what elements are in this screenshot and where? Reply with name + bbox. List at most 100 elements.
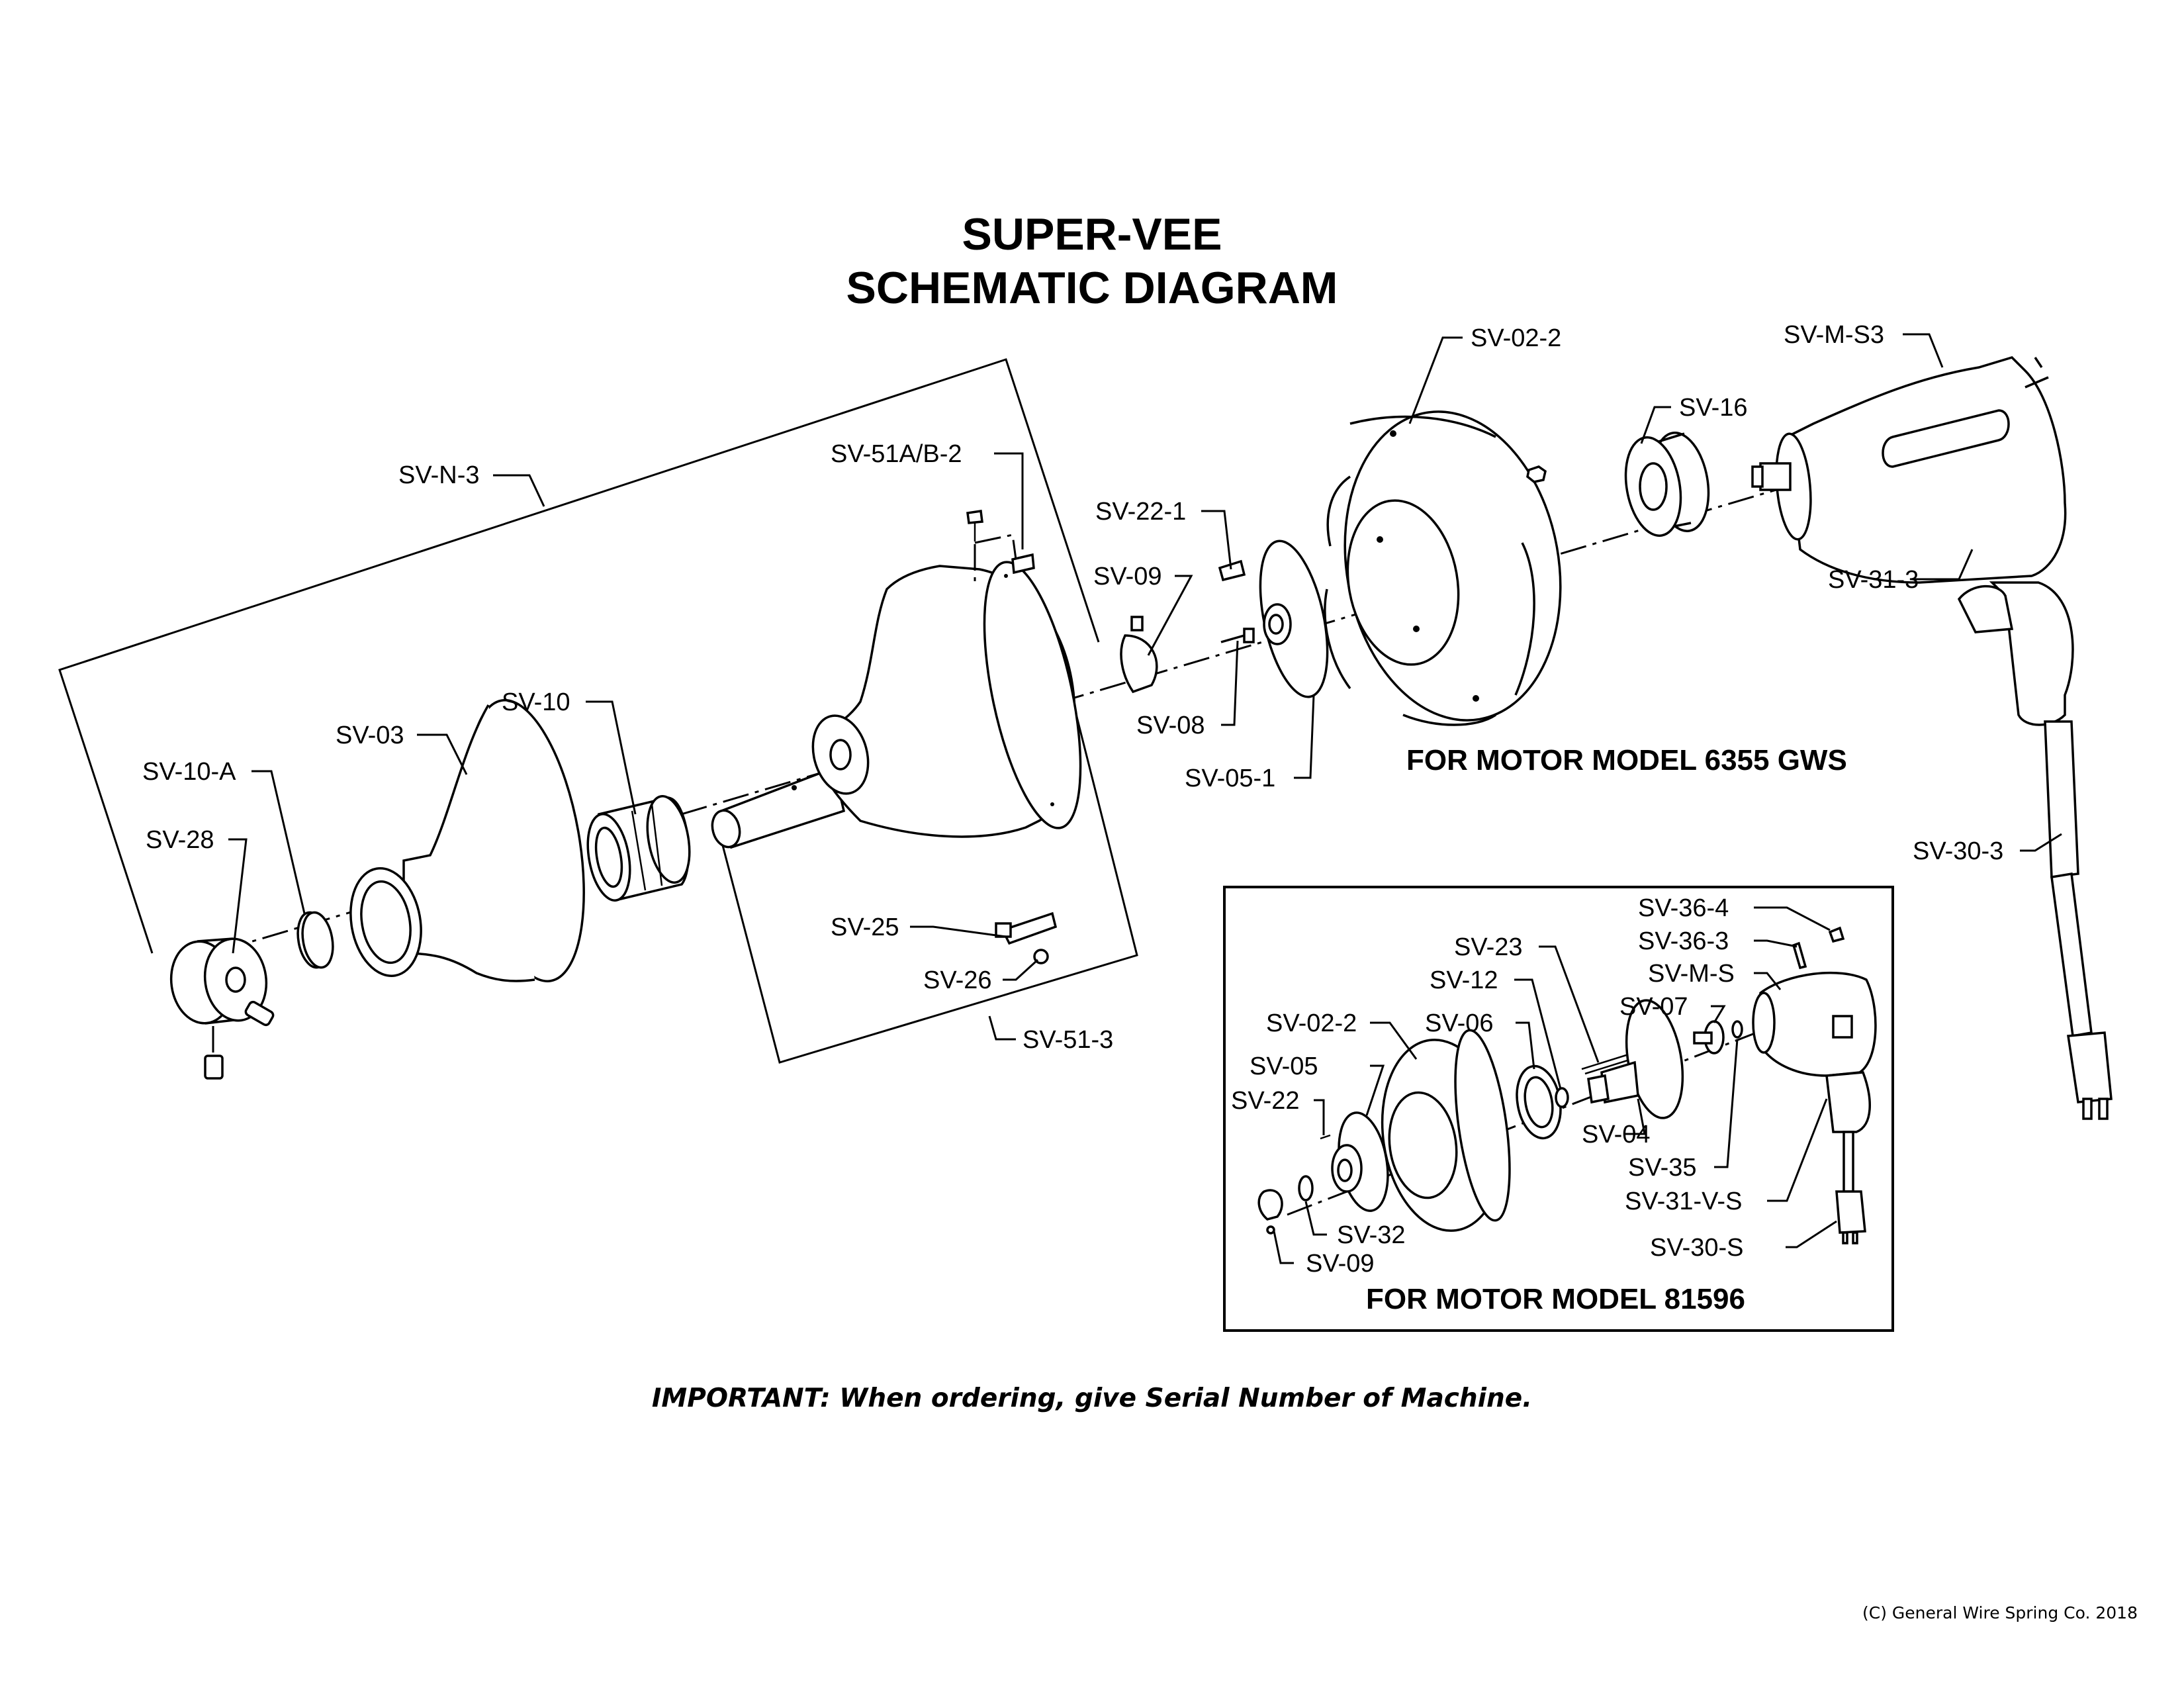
leader-sv-07 bbox=[1711, 1005, 1726, 1023]
sv-28-collar bbox=[169, 937, 275, 1080]
sv-10-bearing bbox=[586, 795, 691, 902]
label-sv-07: SV-07 bbox=[1619, 993, 1688, 1021]
leader-sv-26 bbox=[1003, 959, 1039, 981]
sv-12-washer bbox=[1555, 1087, 1569, 1108]
leader-sv-02-2-top bbox=[1408, 336, 1463, 424]
leader-sv-09-top bbox=[1147, 575, 1193, 656]
leader-sv-n-3 bbox=[493, 474, 545, 507]
label-sv-51-3: SV-51-3 bbox=[1023, 1026, 1113, 1054]
sv-51-3-bracket bbox=[719, 711, 1138, 1064]
label-sv-10: SV-10 bbox=[502, 688, 570, 716]
leader-sv-35 bbox=[1714, 1039, 1739, 1168]
leader-sv-16 bbox=[1640, 406, 1671, 444]
sv-51-3-drum bbox=[711, 561, 1082, 849]
sv-10-a-ring bbox=[296, 911, 334, 969]
label-sv-n-3: SV-N-3 bbox=[398, 461, 479, 489]
sv-05-flange bbox=[1331, 1111, 1389, 1212]
sv-05-1-flange bbox=[1259, 539, 1329, 698]
sv-09-knob-top bbox=[1120, 616, 1158, 694]
sv-22-screw bbox=[1320, 1134, 1331, 1140]
sv-n-3-bracket bbox=[58, 358, 1100, 954]
sv-16-collar bbox=[1624, 432, 1710, 537]
label-sv-30-s: SV-30-S bbox=[1650, 1234, 1744, 1262]
ordering-note: IMPORTANT: When ordering, give Serial Nu… bbox=[652, 1383, 1532, 1413]
leader-sv-36-4 bbox=[1754, 906, 1831, 931]
label-sv-02-2-top: SV-02-2 bbox=[1471, 324, 1561, 352]
motor-81596-box bbox=[1223, 886, 1894, 1332]
copyright: (C) General Wire Spring Co. 2018 bbox=[1862, 1603, 2138, 1622]
title-line-2: SCHEMATIC DIAGRAM bbox=[846, 263, 1338, 313]
leader-sv-36-3 bbox=[1754, 939, 1797, 948]
label-sv-23: SV-23 bbox=[1454, 933, 1523, 961]
label-sv-m-s3: SV-M-S3 bbox=[1784, 321, 1884, 349]
leader-sv-09-bot bbox=[1273, 1231, 1294, 1264]
label-sv-51ab-2: SV-51A/B-2 bbox=[831, 440, 962, 468]
leader-sv-22-1 bbox=[1201, 510, 1232, 570]
label-sv-12: SV-12 bbox=[1430, 966, 1498, 994]
label-sv-30-3: SV-30-3 bbox=[1913, 837, 2003, 865]
leader-sv-30-3 bbox=[2020, 833, 2062, 852]
section-label-81596: FOR MOTOR MODEL 81596 bbox=[1366, 1283, 1745, 1315]
leader-sv-12 bbox=[1514, 978, 1562, 1090]
label-sv-36-3: SV-36-3 bbox=[1638, 927, 1729, 955]
leader-sv-05-1 bbox=[1294, 694, 1315, 779]
leader-sv-10 bbox=[586, 700, 637, 815]
label-sv-36-4: SV-36-4 bbox=[1638, 894, 1729, 922]
label-sv-08: SV-08 bbox=[1136, 712, 1205, 739]
leader-sv-22 bbox=[1314, 1099, 1325, 1135]
sv-51ab-2-screw bbox=[966, 510, 1035, 583]
sv-04-hub bbox=[1587, 999, 1684, 1119]
sv-m-s3-motor bbox=[1751, 356, 2113, 1120]
label-sv-16: SV-16 bbox=[1679, 394, 1748, 422]
label-sv-35: SV-35 bbox=[1628, 1154, 1697, 1182]
leader-sv-02-2-bot bbox=[1370, 1021, 1418, 1060]
label-sv-22-1: SV-22-1 bbox=[1095, 498, 1186, 526]
sv-32-washer bbox=[1298, 1175, 1314, 1201]
label-sv-22: SV-22 bbox=[1231, 1087, 1300, 1115]
sv-07-part bbox=[1693, 1020, 1725, 1055]
leader-sv-06 bbox=[1516, 1021, 1535, 1070]
label-sv-31-3: SV-31-3 bbox=[1828, 566, 1919, 594]
label-sv-06: SV-06 bbox=[1425, 1009, 1494, 1037]
section-label-6355-gws: FOR MOTOR MODEL 6355 GWS bbox=[1406, 744, 1847, 776]
sv-09-knob-bottom bbox=[1257, 1189, 1283, 1235]
leader-sv-10-a bbox=[251, 770, 306, 914]
label-sv-26: SV-26 bbox=[923, 966, 992, 994]
leader-sv-31-v-s bbox=[1767, 1098, 1828, 1202]
label-sv-02-2-bot: SV-02-2 bbox=[1266, 1009, 1357, 1037]
label-sv-10-a: SV-10-A bbox=[142, 758, 236, 786]
label-sv-05: SV-05 bbox=[1250, 1053, 1318, 1080]
sv-35-washer bbox=[1731, 1020, 1743, 1039]
leader-sv-51-3 bbox=[988, 1015, 1016, 1041]
leader-sv-04 bbox=[1625, 1098, 1646, 1135]
sv-02-2-drum-bottom bbox=[1381, 1029, 1511, 1232]
label-sv-32: SV-32 bbox=[1337, 1221, 1406, 1249]
sv-22-1-screw bbox=[1218, 559, 1246, 582]
leader-sv-30-s bbox=[1786, 1220, 1837, 1248]
leader-sv-m-s3 bbox=[1903, 333, 1944, 368]
sv-08-screw bbox=[1220, 628, 1255, 643]
leader-sv-23 bbox=[1539, 945, 1600, 1063]
label-sv-04: SV-04 bbox=[1582, 1121, 1651, 1149]
label-sv-31-v-s: SV-31-V-S bbox=[1625, 1188, 1742, 1215]
label-sv-05-1: SV-05-1 bbox=[1185, 765, 1275, 792]
label-sv-09-bot: SV-09 bbox=[1306, 1250, 1375, 1278]
label-sv-m-s: SV-M-S bbox=[1648, 960, 1735, 988]
sv-25-clip bbox=[995, 912, 1058, 964]
leader-sv-03 bbox=[417, 733, 468, 775]
label-sv-25: SV-25 bbox=[831, 914, 899, 941]
leader-sv-25 bbox=[910, 925, 1007, 938]
leader-sv-32 bbox=[1304, 1201, 1327, 1236]
sv-06-ring bbox=[1516, 1064, 1562, 1140]
leader-sv-51ab-2 bbox=[994, 452, 1024, 549]
leader-sv-05 bbox=[1365, 1064, 1385, 1116]
label-sv-09-top: SV-09 bbox=[1093, 563, 1162, 590]
leader-sv-31-3 bbox=[1913, 549, 1974, 581]
label-sv-28: SV-28 bbox=[146, 826, 214, 854]
leader-sv-08 bbox=[1221, 640, 1239, 726]
title-line-1: SUPER-VEE bbox=[962, 209, 1222, 259]
sv-m-s-motor bbox=[1752, 926, 1877, 1244]
sv-02-2-drum-top bbox=[1324, 410, 1562, 726]
leader-sv-28 bbox=[228, 838, 248, 954]
